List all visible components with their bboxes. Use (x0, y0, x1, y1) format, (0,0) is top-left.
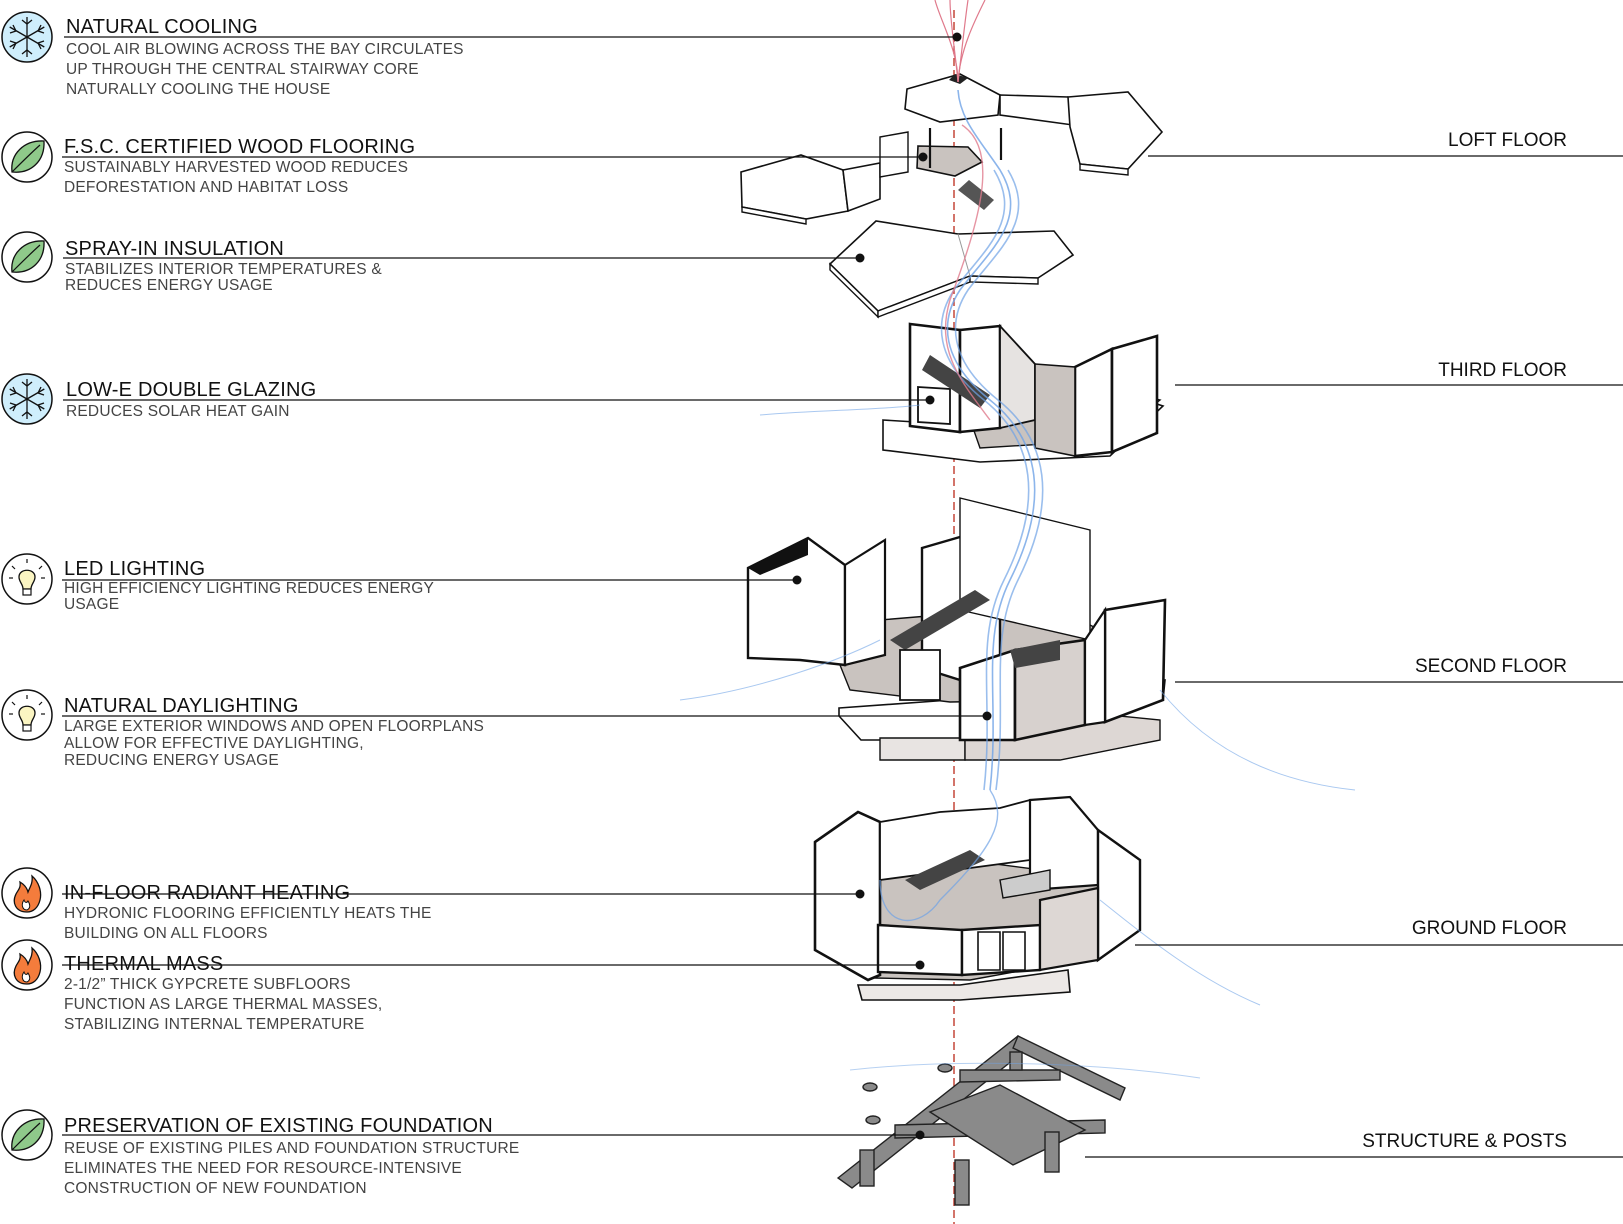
cool-airflow-path (1159, 689, 1356, 791)
leaf-icon (1, 231, 53, 283)
feature-title: F.S.C. CERTIFIED WOOD FLOORING (64, 136, 416, 158)
feature-description: REUSE OF EXISTING PILES AND FOUNDATION S… (64, 1140, 520, 1197)
floor-label-ground: GROUND FLOOR (1411, 918, 1567, 939)
feature-description: REDUCES SOLAR HEAT GAIN (66, 403, 290, 420)
feature-title: PRESERVATION OF EXISTING FOUNDATION (64, 1115, 493, 1137)
warm-airflow-path (957, 0, 969, 83)
floor-label-structure: STRUCTURE & POSTS (1362, 1131, 1567, 1152)
insulation-plate-model (828, 220, 1075, 319)
lightbulb-icon (1, 689, 53, 741)
feature-leader-lines (62, 36, 987, 1136)
cool-airflow-path (940, 169, 1030, 791)
cool-airflow-path (954, 169, 1044, 791)
feature-low-e-glazing: LOW-E DOUBLE GLAZING REDUCES SOLAR HEAT … (0, 366, 560, 436)
flame-icon (1, 867, 53, 919)
snowflake-icon (1, 373, 53, 425)
lightbulb-icon (1, 553, 53, 605)
leaf-icon (1, 131, 53, 183)
snowflake-icon (1, 11, 53, 63)
feature-title: SPRAY-IN INSULATION (65, 238, 285, 260)
feature-leader-dots (792, 32, 992, 1140)
second-floor-model (746, 497, 1167, 761)
cool-airflow-path (946, 89, 1036, 791)
cool-airflow-path (759, 404, 921, 416)
floor-leader-lines (1085, 155, 1623, 1158)
leaf-icon (1, 1109, 53, 1161)
floor-label-loft: LOFT FLOOR (1448, 130, 1567, 151)
feature-description: COOL AIR BLOWING ACROSS THE BAY CIRCULAT… (66, 41, 464, 98)
floor-label-third: THIRD FLOOR (1438, 360, 1567, 381)
feature-existing-foundation: PRESERVATION OF EXISTING FOUNDATION REUS… (0, 1108, 560, 1208)
cool-airflow-path (879, 789, 999, 922)
feature-description: LARGE EXTERIOR WINDOWS AND OPEN FLOORPLA… (64, 718, 485, 769)
feature-natural-cooling: NATURAL COOLING COOL AIR BLOWING ACROSS … (0, 0, 560, 110)
feature-title: IN-FLOOR RADIANT HEATING (64, 882, 351, 904)
feature-title: THERMAL MASS (64, 953, 224, 975)
cool-airflow-path (1099, 899, 1261, 1006)
third-floor-model (882, 322, 1165, 463)
warm-airflow-path (944, 124, 991, 421)
feature-title: LED LIGHTING (64, 558, 206, 580)
feature-title: LOW-E DOUBLE GLAZING (66, 379, 317, 401)
feature-title: NATURAL COOLING (66, 16, 258, 38)
warm-airflow-path (957, 0, 986, 83)
flame-icon (1, 939, 53, 991)
feature-fsc-wood-flooring: F.S.C. CERTIFIED WOOD FLOORING SUSTAINAB… (0, 120, 560, 210)
feature-led-lighting: LED LIGHTING HIGH EFFICIENCY LIGHTING RE… (0, 548, 560, 628)
feature-spray-in-insulation: SPRAY-IN INSULATION STABILIZES INTERIOR … (0, 222, 560, 302)
airflow-lines (679, 0, 1356, 1079)
feature-thermal-mass: THERMAL MASS 2-1/2” THICK GYPCRETE SUBFL… (0, 936, 560, 1033)
structure-posts-model (836, 1035, 1126, 1206)
cool-airflow-path (849, 1062, 1201, 1079)
cool-airflow-path (679, 639, 881, 701)
feature-description: STABILIZES INTERIOR TEMPERATURES &REDUCE… (65, 261, 382, 294)
floor-label-second: SECOND FLOOR (1414, 656, 1567, 677)
loft-floor-model (740, 73, 1164, 225)
feature-radiant-heating: IN-FLOOR RADIANT HEATING HYDRONIC FLOORI… (0, 866, 560, 942)
feature-title: NATURAL DAYLIGHTING (64, 695, 299, 717)
ground-floor-model (813, 795, 1142, 1001)
feature-natural-daylighting: NATURAL DAYLIGHTING LARGE EXTERIOR WINDO… (0, 686, 560, 776)
